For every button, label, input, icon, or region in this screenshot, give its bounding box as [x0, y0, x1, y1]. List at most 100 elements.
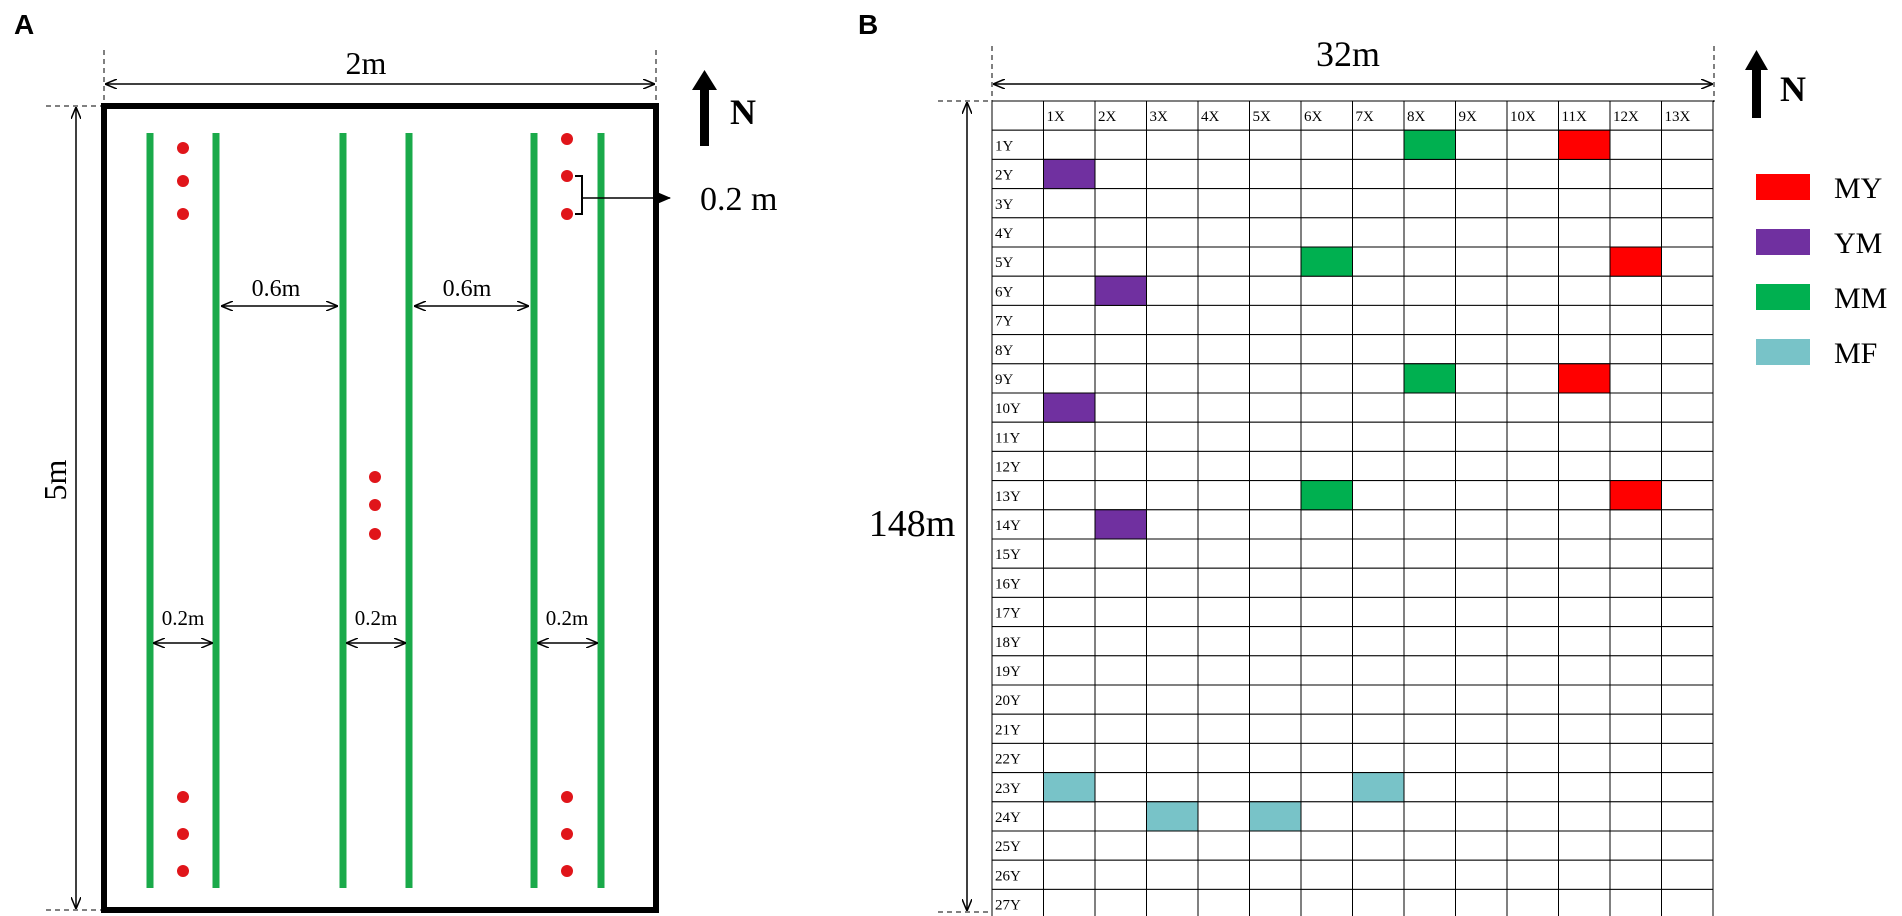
grid-cell: [1455, 684, 1508, 715]
row-header: 19Y: [995, 664, 1021, 680]
grid-cell: [1506, 596, 1559, 628]
grid-cell: [1043, 655, 1096, 686]
plant-dot: [369, 528, 381, 540]
grid-cell: [1403, 888, 1456, 916]
grid-cell: [1249, 596, 1302, 628]
width-label: 2m: [346, 45, 387, 81]
grid-cell: [1609, 801, 1662, 832]
grid-cell: [1300, 713, 1353, 744]
grid-cell: [1249, 275, 1302, 306]
grid-cell: [1043, 363, 1096, 394]
grid-cell: [1558, 217, 1611, 248]
grid-width-dimension: 32m: [991, 34, 1715, 102]
row-header: 15Y: [995, 547, 1021, 563]
grid-cell: [1352, 596, 1405, 628]
grid-cell: [1661, 801, 1714, 832]
grid-cell: [1094, 538, 1147, 569]
grid-cell: [1455, 742, 1508, 774]
grid-cell: [1558, 304, 1611, 336]
grid-cell: [1403, 684, 1456, 715]
grid-cell: [1661, 450, 1714, 482]
grid-cell: [1146, 538, 1199, 569]
grid-cell: [1455, 859, 1508, 890]
grid-cell: [1300, 129, 1353, 160]
grid-cell: [1197, 129, 1250, 160]
legend-label-mf: MF: [1834, 337, 1877, 370]
grid-cell: [1558, 772, 1611, 803]
grid-cell: [1403, 480, 1456, 511]
grid-cell: [1197, 188, 1250, 219]
row-lines: [146, 133, 605, 888]
grid-cell: [1043, 421, 1096, 452]
grid-cell: [1146, 421, 1199, 452]
row-header: 26Y: [995, 868, 1021, 884]
grid-cell: [1043, 480, 1096, 511]
grid-height-dimension: 148m: [862, 100, 990, 913]
grid-cell: [1661, 859, 1714, 890]
row-header-cell: [991, 217, 1044, 248]
grid-cell: [1506, 567, 1559, 598]
grid-cell: [1043, 246, 1096, 277]
grid-cell: [1300, 509, 1353, 540]
grid-cell: [1249, 655, 1302, 686]
grid-cell: [1094, 158, 1147, 190]
grid-cell: [1094, 655, 1147, 686]
grid-cell: [1249, 158, 1302, 190]
grid-cell: [1300, 334, 1353, 365]
column-header-cell: [1197, 100, 1250, 131]
grid-cell: [1197, 626, 1250, 657]
grid-cell: [1197, 275, 1250, 306]
grid-cell: [1197, 888, 1250, 916]
grid-cell: [1249, 421, 1302, 452]
grid-cell: [1043, 596, 1096, 628]
grid-cell: [1146, 655, 1199, 686]
grid-cell: [1352, 334, 1405, 365]
legend-label-ym: YM: [1834, 227, 1882, 260]
grid-cell: [1455, 334, 1508, 365]
grid-cell: [1249, 626, 1302, 657]
grid-cell: [1300, 217, 1353, 248]
row-header: 24Y: [995, 810, 1021, 826]
grid-cell: [1609, 334, 1662, 365]
column-header: 12X: [1613, 109, 1639, 125]
grid-cell: [1094, 742, 1147, 774]
grid-cell: [1506, 392, 1559, 423]
grid-cell: [1661, 275, 1714, 306]
row-gap-label: 0.6m: [443, 276, 492, 302]
grid-cell: [1506, 217, 1559, 248]
grid-cell: [1146, 509, 1199, 540]
grid-cell: [1146, 830, 1199, 861]
grid-cell: [1043, 334, 1096, 365]
grid-cell: [1403, 217, 1456, 248]
grid-cell: [1661, 304, 1714, 336]
grid-cell: [1300, 801, 1353, 832]
grid-cell: [1558, 275, 1611, 306]
grid-cell: [1506, 188, 1559, 219]
row-header: 11Y: [995, 430, 1020, 446]
column-header: 5X: [1253, 109, 1272, 125]
grid-cell: [1661, 217, 1714, 248]
row-header: 18Y: [995, 635, 1021, 651]
row-header: 17Y: [995, 606, 1021, 622]
grid-cell: [1455, 392, 1508, 423]
grid-cell: [1146, 596, 1199, 628]
grid-cell: [1609, 158, 1662, 190]
grid-cell: [1558, 713, 1611, 744]
grid-cell: [1403, 772, 1456, 803]
height-dimension: 5m: [37, 105, 102, 911]
grid-cell: [1043, 450, 1096, 482]
grid-cell: [1249, 304, 1302, 336]
strip-width-label: 0.2m: [355, 606, 398, 630]
grid-cell: [1352, 888, 1405, 916]
grid-cell: [1146, 684, 1199, 715]
row-header-cell: [991, 188, 1044, 219]
grid-cell: [1249, 188, 1302, 219]
plot-ym: [1094, 275, 1147, 306]
plot-my: [1558, 129, 1611, 160]
grid-cell: [1249, 684, 1302, 715]
grid-cell: [1043, 830, 1096, 861]
grid-cell: [1558, 450, 1611, 482]
grid-cell: [1094, 684, 1147, 715]
